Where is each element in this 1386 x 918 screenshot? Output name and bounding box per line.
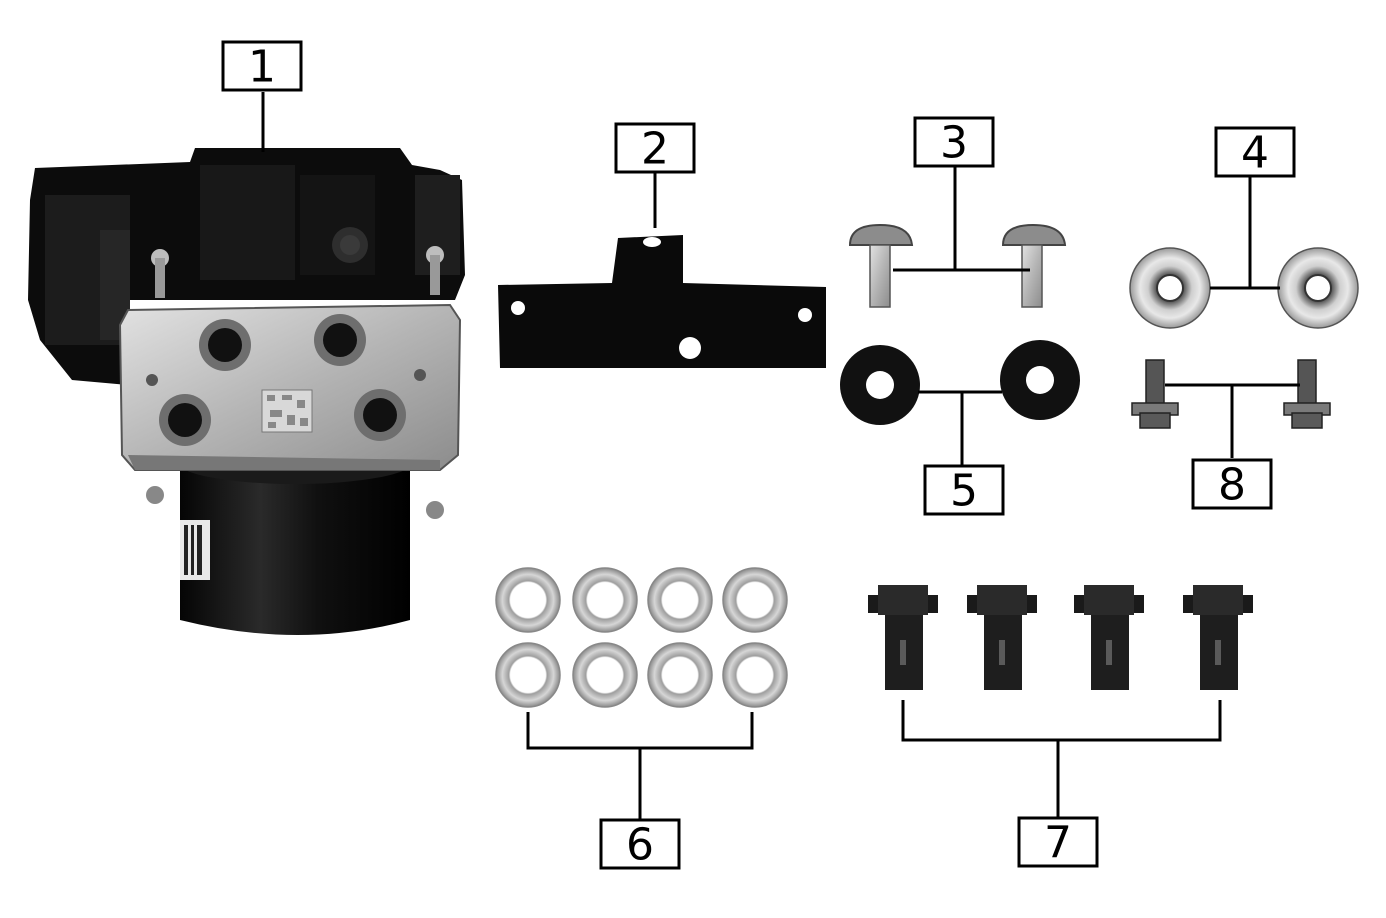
flange-bolts-pair [848,223,1067,308]
callout-2-label: 2 [641,124,669,175]
callout-4-label: 4 [1241,128,1269,179]
rubber-grommets-pair [840,340,1080,425]
callout-7: 7 [1017,816,1099,869]
abs-modulator-unit [28,148,465,635]
banjo-bolts-set [868,585,1253,690]
callout-5: 5 [923,464,1005,517]
callout-6: 6 [599,818,681,871]
mounting-bracket [498,235,826,368]
hex-flange-bolts-pair [1131,359,1331,429]
leader-lines [261,92,1300,820]
callout-5-label: 5 [950,466,978,517]
callout-4: 4 [1214,126,1296,179]
callout-7-label: 7 [1044,818,1072,869]
callout-3: 3 [913,116,995,169]
sealing-washers-set [495,567,788,708]
callout-8: 8 [1191,458,1273,511]
callout-2: 2 [614,122,696,175]
callout-1-label: 1 [248,42,276,93]
callout-3-label: 3 [940,118,968,169]
callout-6-label: 6 [626,820,654,871]
callout-8-label: 8 [1218,460,1246,511]
callout-1: 1 [221,40,303,93]
flange-nuts-pair [1129,247,1359,329]
